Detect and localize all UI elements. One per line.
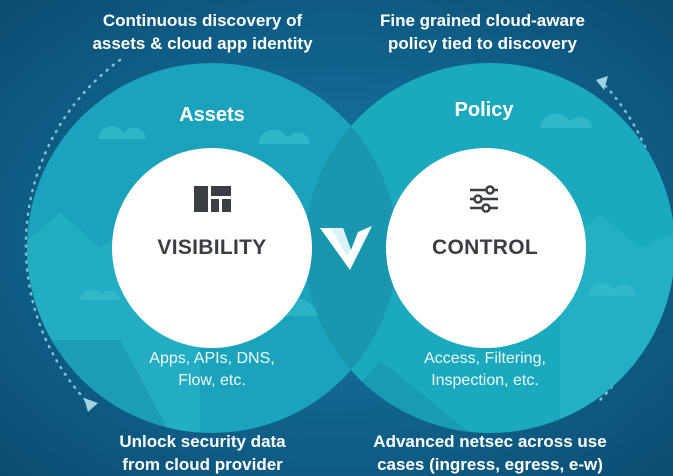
examples-line: Apps, APIs, DNS, xyxy=(149,350,275,367)
policy-title: Policy xyxy=(454,99,514,121)
control-label: CONTROL xyxy=(432,236,538,259)
arrowhead-top-right-icon xyxy=(596,76,608,90)
control-circle xyxy=(386,148,586,348)
caption-line: cases (ingress, egress, e-w) xyxy=(377,455,603,474)
policy-examples: Access, Filtering, Inspection, etc. xyxy=(385,348,585,392)
caption-line: Fine grained cloud-aware xyxy=(380,11,585,30)
caption-security-data: Unlock security data from cloud provider xyxy=(60,430,345,476)
cycle-arc-left xyxy=(24,58,122,407)
caption-policy: Fine grained cloud-aware policy tied to … xyxy=(335,9,630,55)
caption-line: policy tied to discovery xyxy=(388,34,577,53)
arrowhead-bottom-left-icon xyxy=(84,398,98,412)
assets-examples: Apps, APIs, DNS, Flow, etc. xyxy=(112,348,312,392)
dashboard-icon xyxy=(194,186,231,212)
caption-line: Continuous discovery of xyxy=(102,11,303,30)
assets-title: Assets xyxy=(179,104,245,126)
visibility-label: VISIBILITY xyxy=(157,236,267,259)
caption-line: from cloud provider xyxy=(122,455,283,474)
caption-line: Unlock security data xyxy=(119,432,286,451)
caption-discovery: Continuous discovery of assets & cloud a… xyxy=(60,9,345,55)
visibility-circle xyxy=(112,148,312,348)
caption-netsec: Advanced netsec across use cases (ingres… xyxy=(335,430,645,476)
examples-line: Inspection, etc. xyxy=(431,372,539,389)
caption-line: assets & cloud app identity xyxy=(92,34,313,53)
v-logo-icon xyxy=(320,226,372,270)
examples-line: Access, Filtering, xyxy=(424,350,546,367)
caption-line: Advanced netsec across use xyxy=(373,432,607,451)
sliders-icon xyxy=(470,185,498,213)
examples-line: Flow, etc. xyxy=(178,372,246,389)
